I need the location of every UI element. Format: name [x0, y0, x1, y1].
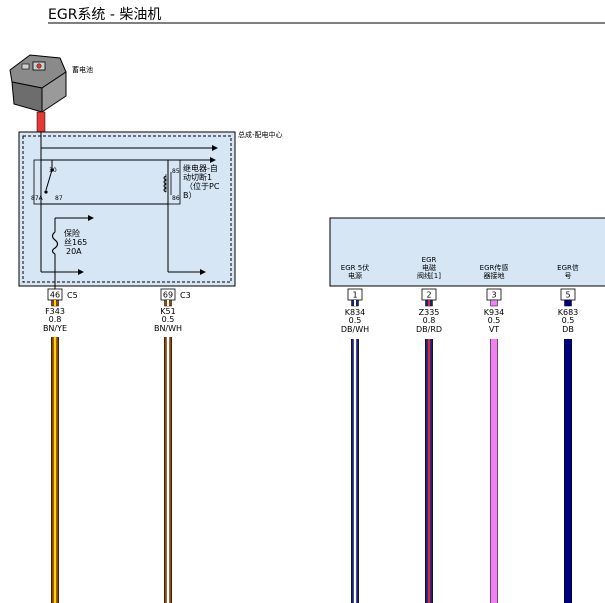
ecu-wire-1[interactable]	[351, 339, 359, 603]
ecu-wire-5[interactable]	[564, 339, 572, 603]
ecu-pin-label: 电源	[348, 271, 362, 280]
wire-color-code: VT	[489, 325, 499, 334]
arrow-heads	[78, 145, 218, 275]
relay-switch	[33, 159, 181, 205]
connector-pin: 1	[347, 288, 363, 307]
ecu-wire-3[interactable]	[490, 339, 498, 603]
fuse-box-module	[18, 131, 236, 287]
wire-gauge: 0.5	[488, 316, 501, 325]
wire-color-code: DB/RD	[416, 325, 442, 334]
battery-label: 蓄电池	[72, 65, 93, 74]
relay-coil-icon	[163, 172, 172, 195]
connector-id: C3	[180, 291, 191, 300]
relay-pin-87: 87	[55, 195, 63, 202]
wire-id: F343	[45, 307, 65, 316]
connector-pin: 69	[160, 288, 176, 307]
connector-pin: 5	[560, 288, 576, 307]
battery-cable	[36, 111, 46, 133]
page-title: EGR系统 - 柴油机	[48, 7, 161, 23]
wire-id: K51	[160, 307, 175, 316]
relay-pin-86: 86	[172, 195, 180, 202]
relay-pin-30: 30	[49, 167, 57, 174]
battery-icon	[9, 54, 67, 113]
wire-id: K934	[484, 308, 505, 317]
wire-color-code: BN/YE	[43, 324, 67, 333]
wire-gauge: 0.8	[423, 316, 436, 325]
wire-color-code: DB	[562, 325, 574, 334]
fuse-icon	[51, 231, 59, 255]
relay-label-line: （位于PC	[185, 181, 220, 191]
ecu-pin-label: 阀线[1]	[417, 271, 441, 280]
svg-text:2: 2	[426, 291, 431, 300]
output-wire-69[interactable]	[164, 337, 172, 603]
wire-color-code: BN/WH	[154, 324, 182, 333]
relay-label-line: 动切断1	[183, 172, 212, 182]
svg-text:46: 46	[50, 291, 60, 300]
ecu-pin-label: EGR	[422, 256, 437, 264]
connector-id: C5	[67, 291, 78, 300]
ecu-wire-2[interactable]	[425, 339, 433, 603]
svg-text:3: 3	[491, 291, 496, 300]
ecu-pin-label: EGR 5伏	[341, 263, 369, 272]
ecu-pin-label: EGR传感	[480, 263, 509, 272]
wire-group	[51, 337, 572, 603]
ecu-module	[329, 217, 605, 287]
fuse-label-line: 丝165	[64, 237, 87, 247]
relay-pin-87a: 87A	[31, 195, 44, 202]
wire-id: K683	[558, 308, 579, 317]
wire-gauge: 0.5	[162, 315, 175, 324]
fuse-box-inner-border	[22, 135, 232, 283]
svg-text:1: 1	[352, 291, 357, 300]
wire-gauge: 0.8	[49, 315, 62, 324]
relay-pin-85: 85	[172, 168, 180, 175]
ecu-pin-label: 号	[565, 272, 572, 280]
connector-pin: 46	[47, 288, 63, 307]
wire-color-code: DB/WH	[341, 325, 369, 334]
wire-id: K834	[345, 308, 366, 317]
relay-label-line: B）	[183, 191, 197, 200]
fuse-label-line: 20A	[66, 247, 82, 256]
svg-text:69: 69	[163, 291, 173, 300]
svg-text:5: 5	[565, 291, 570, 300]
ecu-pin-label: EGR信	[557, 263, 579, 272]
ecu-pin-label: 电磁	[422, 263, 436, 272]
wire-gauge: 0.5	[562, 316, 575, 325]
connector-pin: 2	[421, 288, 437, 307]
ecu-pin-label: 器接地	[484, 271, 505, 280]
wire-gauge: 0.5	[349, 316, 362, 325]
wire-id: Z335	[419, 308, 440, 317]
relay-label-line: 继电器-自	[183, 163, 218, 173]
output-wire-46[interactable]	[51, 337, 59, 603]
fuse-label-line: 保险	[64, 228, 80, 238]
connector-pin: 3	[486, 288, 502, 307]
fuse-box-label: 总成-配电中心	[238, 130, 283, 139]
